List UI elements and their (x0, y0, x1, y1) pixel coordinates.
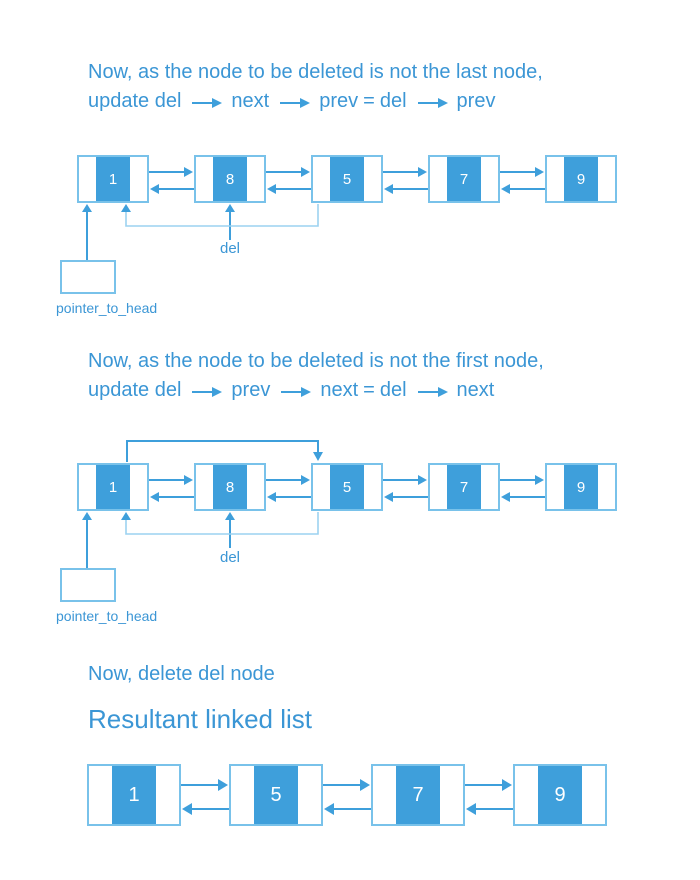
node-value: 1 (96, 465, 130, 509)
prev-pointer-cell (547, 157, 564, 201)
diagram1-new-prev-link (121, 204, 319, 227)
right-arrow-icon (280, 97, 311, 108)
equals-sign: = (363, 90, 375, 112)
prev-pointer-cell (547, 465, 564, 509)
node-value: 1 (112, 766, 156, 824)
diagram2-new-prev-link (121, 512, 319, 535)
right-arrow-icon (192, 386, 223, 397)
prev-pointer-cell (79, 465, 96, 509)
next-pointer-cell (582, 766, 605, 824)
next-pointer-cell (364, 465, 381, 509)
node-value: 1 (96, 157, 130, 201)
node-value: 9 (564, 157, 598, 201)
result-node-7: 7 (371, 764, 465, 826)
next-pointer-cell (481, 465, 498, 509)
next-pointer-cell (598, 465, 615, 509)
prev-pointer-cell (79, 157, 96, 201)
formula-token: prev (319, 90, 359, 112)
formula-token: next (231, 90, 270, 112)
list-node-8: 8 (194, 463, 266, 511)
diagram2-del-arrow (225, 512, 235, 548)
equals-sign: = (363, 379, 375, 401)
next-pointer-cell (481, 157, 498, 201)
node-value: 8 (213, 157, 247, 201)
prev-pointer-cell (196, 465, 213, 509)
result-node-9: 9 (513, 764, 607, 826)
node-value: 9 (564, 465, 598, 509)
del-pointer-label: del (219, 549, 241, 566)
right-arrow-icon (281, 386, 312, 397)
formula-token: update del (88, 90, 182, 112)
diagram2-head-arrow (82, 512, 92, 568)
diagram2-new-next-link (126, 440, 323, 462)
right-arrow-icon (417, 97, 448, 108)
node-value: 9 (538, 766, 582, 824)
del-pointer-label: del (219, 240, 241, 257)
prev-pointer-cell (515, 766, 538, 824)
next-pointer-cell (156, 766, 179, 824)
list-node-8: 8 (194, 155, 266, 203)
prev-pointer-cell (89, 766, 112, 824)
next-pointer-cell (130, 465, 147, 509)
node-value: 7 (447, 157, 481, 201)
step1-line1: Now, as the node to be deleted is not th… (88, 61, 543, 83)
step2-text-block: Now, as the node to be deleted is not th… (88, 346, 544, 402)
node-value: 5 (330, 465, 364, 509)
next-pointer-cell (130, 157, 147, 201)
pointer-to-head-label: pointer_to_head (56, 300, 158, 316)
prev-pointer-cell (231, 766, 254, 824)
prev-pointer-cell (373, 766, 396, 824)
prev-pointer-cell (313, 465, 330, 509)
formula-token: update del (88, 379, 182, 401)
list-node-1: 1 (77, 155, 149, 203)
next-pointer-cell (298, 766, 321, 824)
right-arrow-icon (417, 386, 448, 397)
list-node-9: 9 (545, 463, 617, 511)
list-node-5: 5 (311, 155, 383, 203)
pointer-to-head-box (60, 260, 116, 294)
formula-token: del (379, 379, 407, 401)
step2-line1: Now, as the node to be deleted is not th… (88, 350, 544, 372)
next-pointer-cell (247, 465, 264, 509)
list-node-7: 7 (428, 155, 500, 203)
prev-pointer-cell (313, 157, 330, 201)
step3-text: Now, delete del node (88, 663, 275, 685)
node-value: 5 (330, 157, 364, 201)
node-value: 8 (213, 465, 247, 509)
result-node-5: 5 (229, 764, 323, 826)
node-value: 7 (396, 766, 440, 824)
pointer-to-head-label: pointer_to_head (56, 608, 158, 624)
formula-token: del (379, 90, 407, 112)
formula-token: prev (456, 90, 496, 112)
node-value: 7 (447, 465, 481, 509)
next-pointer-cell (440, 766, 463, 824)
formula-token: prev (231, 379, 271, 401)
diagram1-del-arrow (225, 204, 235, 240)
formula-token: next (320, 379, 359, 401)
result-node-1: 1 (87, 764, 181, 826)
prev-pointer-cell (430, 157, 447, 201)
diagram1-head-arrow (82, 204, 92, 260)
pointer-to-head-box (60, 568, 116, 602)
prev-pointer-cell (430, 465, 447, 509)
node-value: 5 (254, 766, 298, 824)
next-pointer-cell (247, 157, 264, 201)
next-pointer-cell (598, 157, 615, 201)
result-heading: Resultant linked list (88, 704, 312, 734)
list-node-7: 7 (428, 463, 500, 511)
step1-formula: update del next prev = del prev (88, 90, 543, 113)
list-node-1: 1 (77, 463, 149, 511)
step1-text-block: Now, as the node to be deleted is not th… (88, 57, 543, 113)
list-node-5: 5 (311, 463, 383, 511)
prev-pointer-cell (196, 157, 213, 201)
step2-formula: update del prev next = del next (88, 379, 544, 402)
list-node-9: 9 (545, 155, 617, 203)
next-pointer-cell (364, 157, 381, 201)
formula-token: next (456, 379, 495, 401)
right-arrow-icon (192, 97, 223, 108)
